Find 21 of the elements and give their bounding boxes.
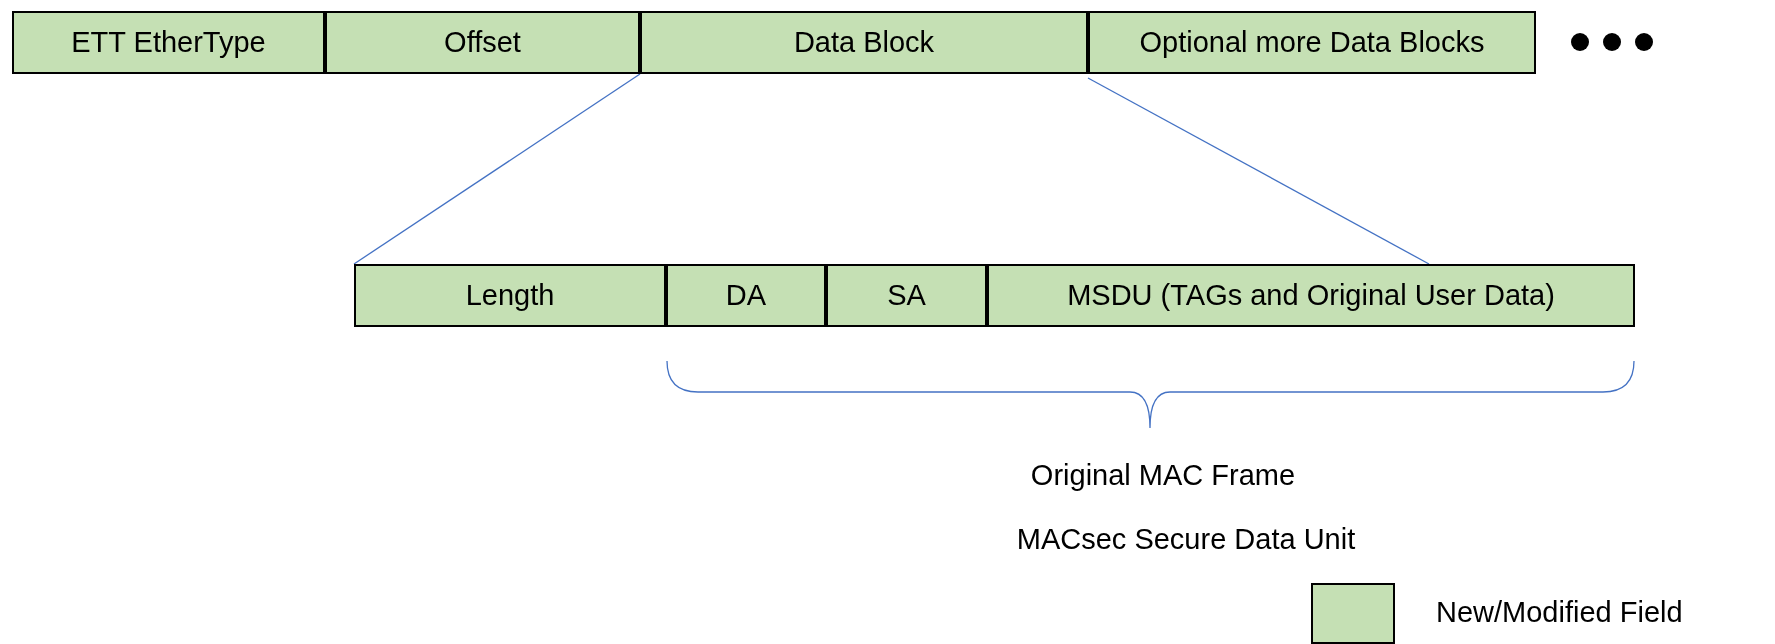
brace-label: MACsec Secure Data Unit bbox=[1016, 522, 1356, 556]
field-box bbox=[12, 11, 325, 74]
field-box bbox=[826, 264, 987, 327]
field-box bbox=[987, 264, 1635, 327]
zoom-line bbox=[1087, 77, 1430, 265]
field-box bbox=[325, 11, 640, 74]
field-box bbox=[666, 264, 826, 327]
field-name: ETT EtherType bbox=[71, 26, 266, 59]
field-name: DA bbox=[725, 279, 767, 312]
zoom-line bbox=[353, 73, 641, 265]
field-name: SA bbox=[887, 279, 926, 312]
field-name: Data Block bbox=[793, 26, 935, 59]
field-name: MSDU (TAGs and Original User Data) bbox=[1067, 279, 1555, 312]
field-name: Optional more Data Blocks bbox=[1139, 26, 1485, 59]
field-box bbox=[354, 264, 666, 327]
brace-label: Original MAC Frame bbox=[1030, 458, 1296, 492]
field-box bbox=[640, 11, 1088, 74]
field-name: Offset bbox=[444, 26, 521, 59]
field-name: Length bbox=[465, 279, 555, 312]
legend-label: New/Modified Field bbox=[1436, 596, 1683, 629]
field-box bbox=[1088, 11, 1536, 74]
